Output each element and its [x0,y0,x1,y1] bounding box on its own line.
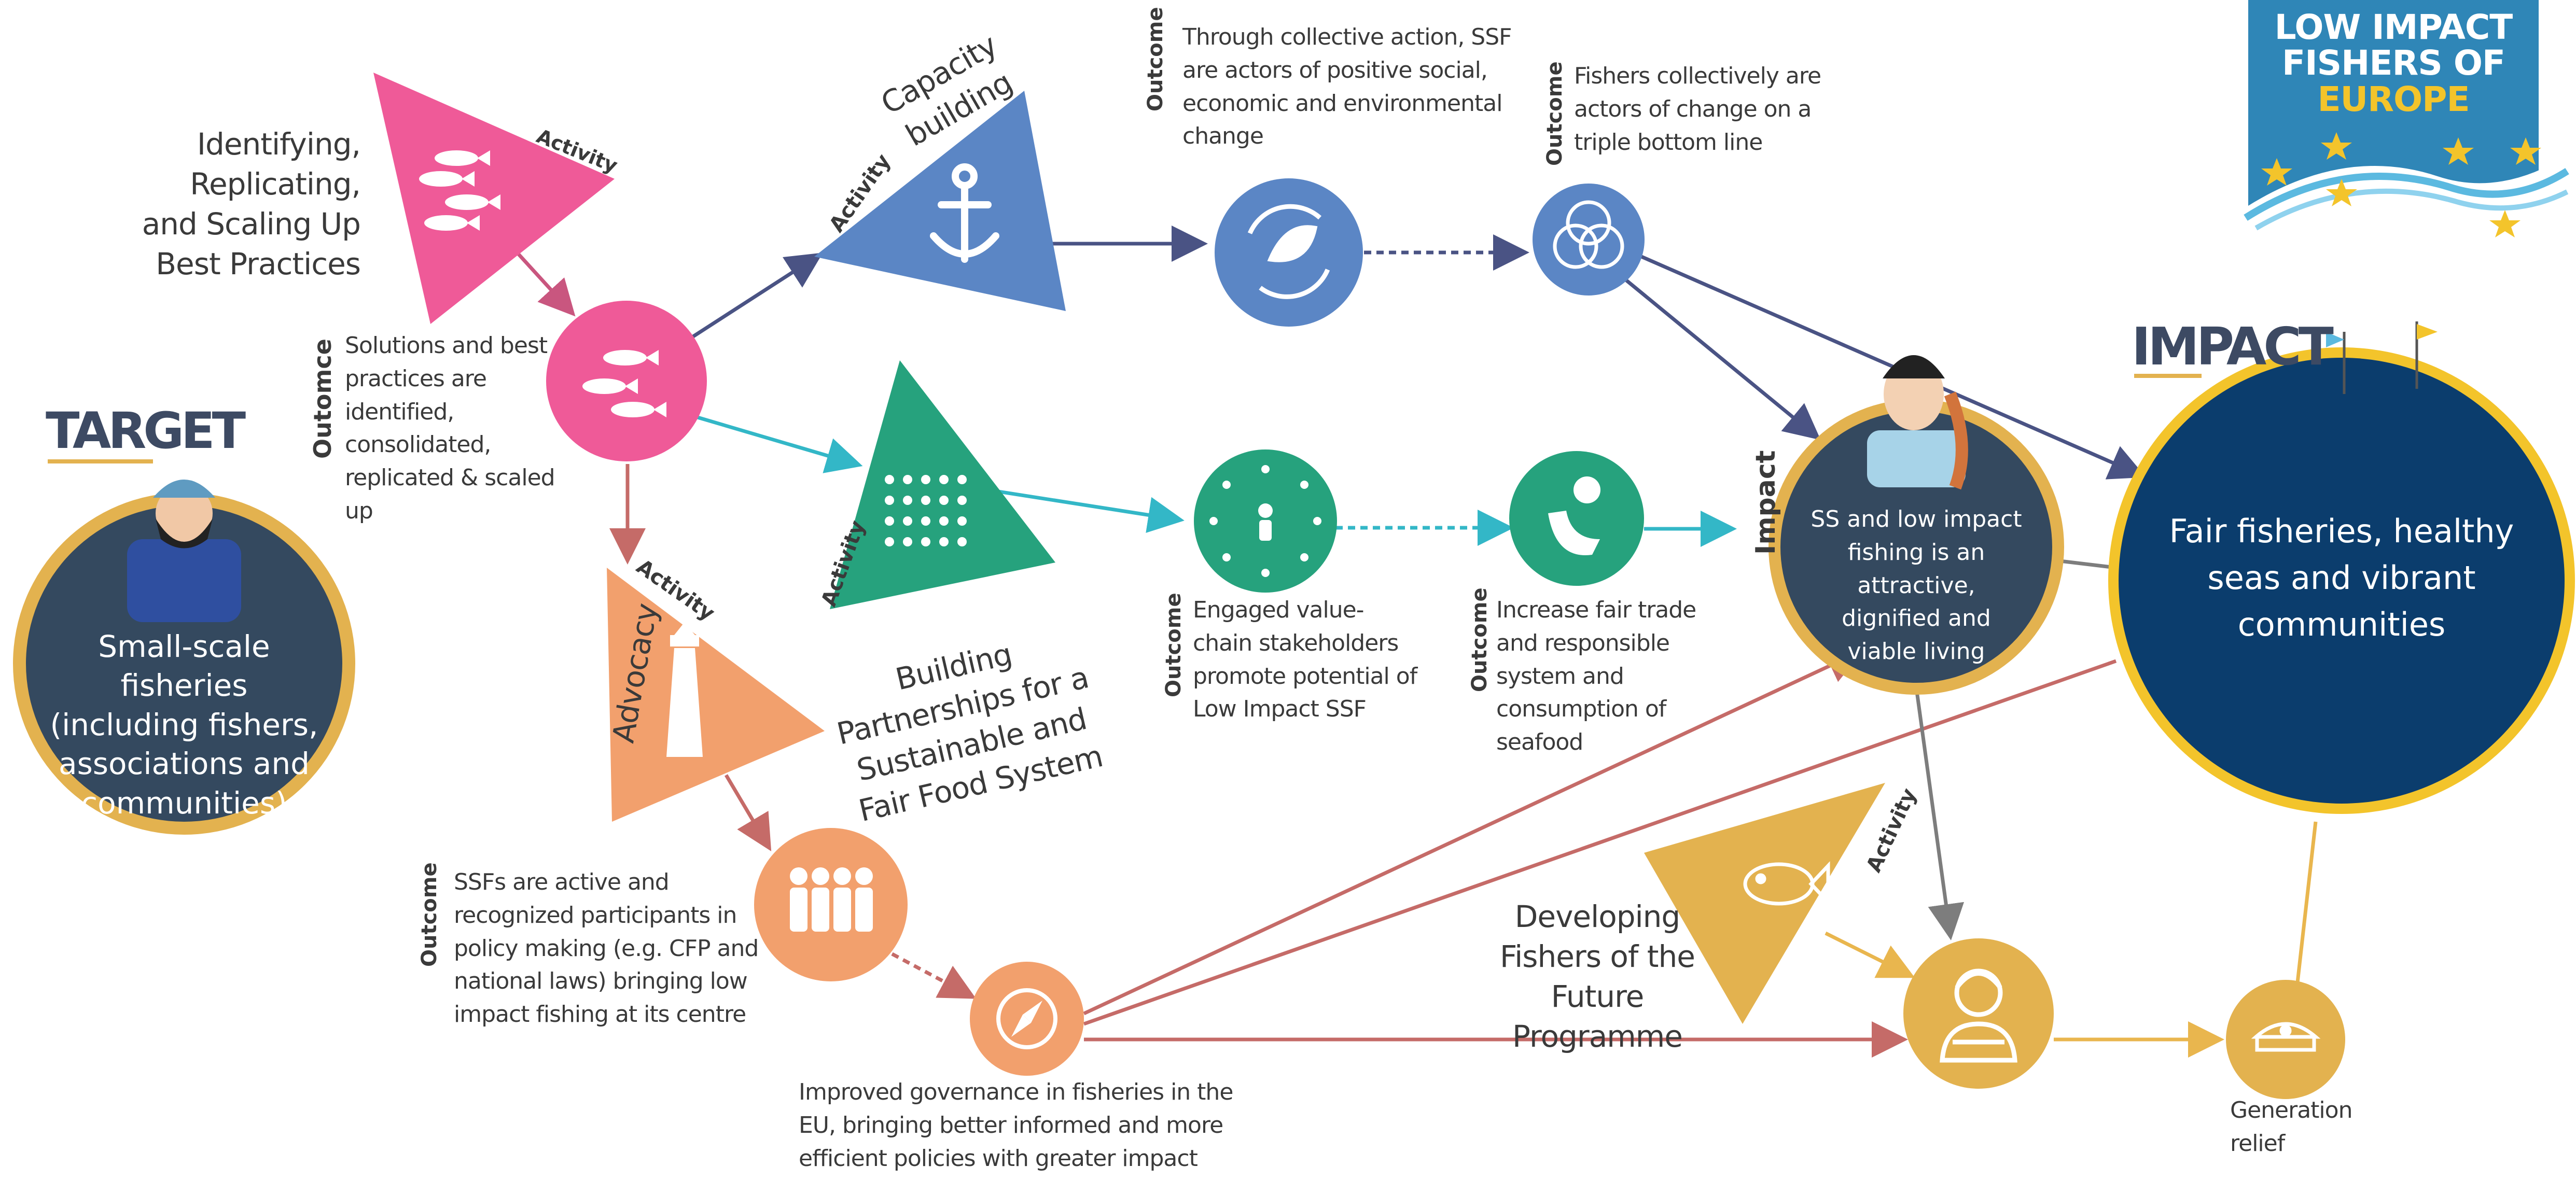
hand-fish-icon [1548,476,1600,555]
outcome-policy-text: SSFs are active and recognized participa… [454,869,759,1028]
outcome-generation-text: Generation relief [2230,1097,2352,1157]
outcome-triple-circle [1533,184,1645,296]
young-fisher-icon [1940,968,2017,1063]
final-impact-text: Fair fisheries, healthy seas and vibrant… [2169,512,2514,643]
final-impact-circle [2108,321,2575,814]
anchor-icon [930,163,999,263]
outcome-label-value-chain: Outcome [1162,593,1186,697]
outcome-collective-circle [1215,178,1363,327]
outcome-generation-circle [2226,980,2345,1099]
outcome-collective-text: Through collective action, SSF are actor… [1182,24,1512,150]
arrow-advocacy-to-policy [724,774,772,852]
boat-flags-icon [2326,321,2438,394]
outcome-solutions-text: Solutions and best practices are identif… [345,332,555,524]
outcome-governance-text: Improved governance in fisheries in the … [799,1079,1233,1172]
outcome-label-fair-trade: Outcome [1468,587,1492,692]
person-impact-text: SS and low impact fishing is an attracti… [1811,506,2022,665]
connector-arrows [514,226,2318,1058]
activity-fishers-future-title: Developing Fishers of the Future Program… [1500,899,1695,1055]
group-people-icon [790,867,873,932]
logo-emblem [2244,0,2569,237]
logo-text: LOW IMPACT FISHERS OF EUROPE [2261,9,2526,117]
arrow-fishers-future-to-young-fisher [1825,931,1915,978]
outcome-governance-circle [970,962,1084,1076]
arrow-governance-to-impact [1083,659,2117,1026]
outcome-label-solutions: Outomce [309,339,337,459]
fish-school-icon [419,150,500,231]
fish-icon [1743,861,1830,907]
outcome-fair-trade-text: Increase fair trade and responsible syst… [1496,597,1696,756]
activity-advocacy-triangle [607,568,825,822]
outcome-young-fisher-circle [1903,938,2054,1089]
outcome-label-collective: Outcome [1144,7,1167,111]
venn-icon [1553,200,1624,269]
outcome-triple-text: Fishers collectively are actors of chang… [1574,63,1821,156]
recycle-leaf-icon [1247,204,1330,299]
outcome-value-chain-circle [1194,449,1337,593]
person-impact-circle [1769,355,2064,695]
logo-line-3: EUROPE [2317,79,2470,119]
activity-best-practices-title: Identifying, Replicating, and Scaling Up… [142,126,361,282]
arrow-solutions-to-capacity [691,252,823,339]
line-generation-to-impact [2295,821,2318,983]
outcome-label-policy: Outcome [417,862,441,967]
fisherman-icon [127,480,241,622]
outcome-solutions-circle [546,301,707,461]
target-circle [13,480,355,835]
outcome-policy-circle [754,828,908,981]
activity-fishers-future-triangle [1644,783,1885,1024]
arrow-governance-to-person [1083,649,1863,1016]
lighthouse-icon [666,622,703,757]
people-network-icon [885,475,967,546]
captain-hat-icon [2251,1022,2321,1052]
impact-heading: IMPACT [2132,316,2334,377]
stakeholders-icon [1209,465,1321,577]
activity-best-practices-triangle [373,73,615,324]
woman-fisher-icon [1867,355,1968,490]
logo-line-2: FISHERS OF [2281,43,2505,83]
outcome-value-chain-text: Engaged value-chain stakeholders promote… [1193,597,1417,723]
outcome-label-triple: Outcome [1543,61,1567,166]
logo-line-1: LOW IMPACT [2274,7,2513,47]
activity-capacity-triangle [814,91,1066,311]
compass-icon [996,988,1057,1049]
arrow-person-to-young-fisher [1912,668,1965,940]
arrow-partnerships-to-value-chain [987,488,1185,533]
impact-side-label: Impact [1750,450,1781,555]
target-text: Small-scale fisheries (including fishers… [50,629,318,821]
arrow-best-practices-to-solutions [514,250,576,317]
outcome-fair-trade-circle [1509,451,1644,586]
arrow-triple-to-impact [1640,255,2146,480]
activity-partnerships-triangle [830,360,1055,609]
fish-school-icon [582,350,666,417]
arrow-solutions-to-partnerships [697,415,863,473]
arrow-policy-to-governance [891,952,977,999]
arrow-triple-to-person [1624,278,1821,440]
target-heading: TARGET [46,402,246,460]
